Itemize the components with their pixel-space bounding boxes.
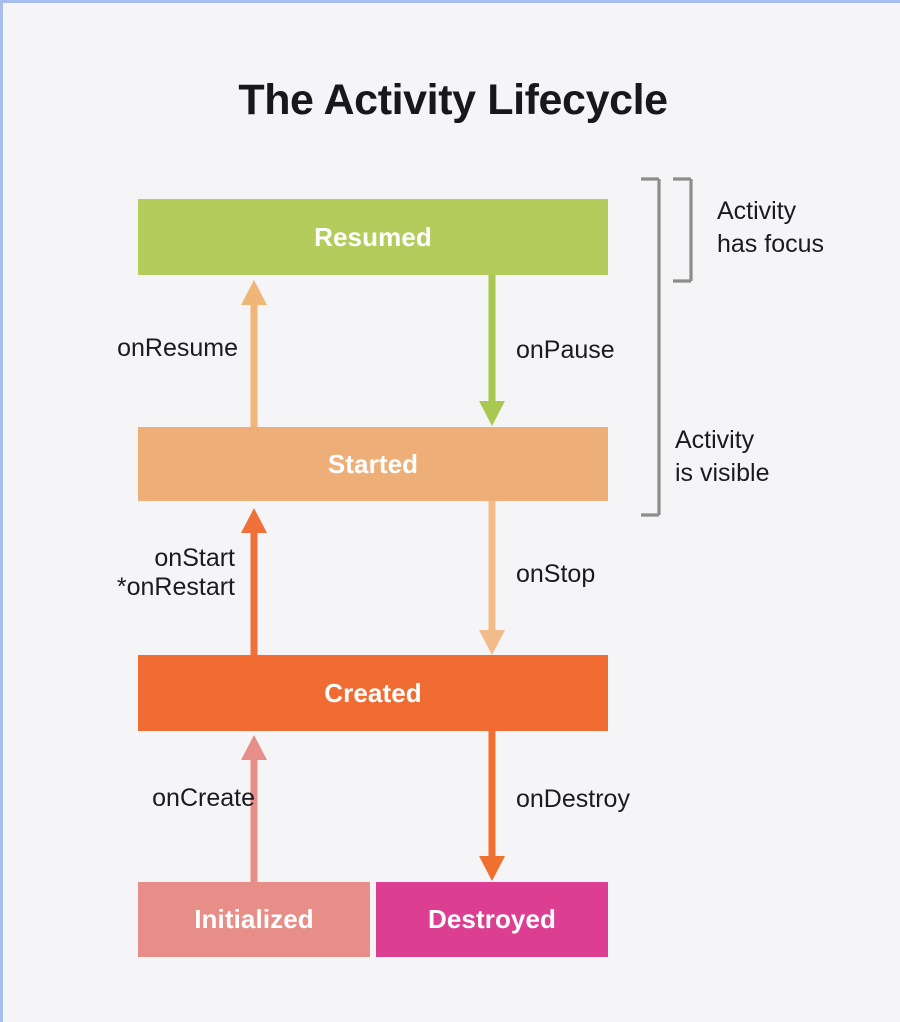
- page-title: The Activity Lifecycle: [238, 76, 668, 124]
- transition-label-onresume: onResume: [117, 334, 238, 362]
- arrow-oncreate: [240, 734, 268, 884]
- transition-label-onpause: onPause: [516, 336, 615, 364]
- bracket-activity-is-visible: [639, 177, 663, 517]
- arrow-onstop: [478, 501, 506, 656]
- transition-label-onstart: onStart *onRestart: [116, 544, 235, 602]
- state-label-resumed: Resumed: [314, 221, 432, 252]
- state-label-started: Started: [327, 448, 419, 479]
- state-box-resumed: Resumed: [138, 199, 608, 275]
- transition-label-onstop: onStop: [516, 560, 596, 588]
- state-box-started: Started: [138, 427, 608, 501]
- annotation-activity-is-visible: Activity is visible: [675, 426, 770, 488]
- annotation-activity-has-focus: Activity has focus: [717, 197, 825, 259]
- state-box-destroyed: Destroyed: [376, 882, 608, 957]
- arrow-onstart: [240, 507, 268, 657]
- state-label-created: Created: [324, 677, 422, 708]
- bracket-activity-has-focus: [671, 177, 695, 283]
- arrow-onpause: [478, 275, 506, 427]
- transition-label-ondestroy: onDestroy: [516, 785, 630, 813]
- state-label-initialized: Initialized: [194, 904, 314, 934]
- arrow-ondestroy: [478, 730, 506, 882]
- state-box-created: Created: [138, 655, 608, 731]
- arrow-onresume: [240, 279, 268, 431]
- transition-label-oncreate: onCreate: [152, 784, 255, 812]
- state-label-destroyed: Destroyed: [427, 904, 557, 934]
- state-box-initialized: Initialized: [138, 882, 370, 957]
